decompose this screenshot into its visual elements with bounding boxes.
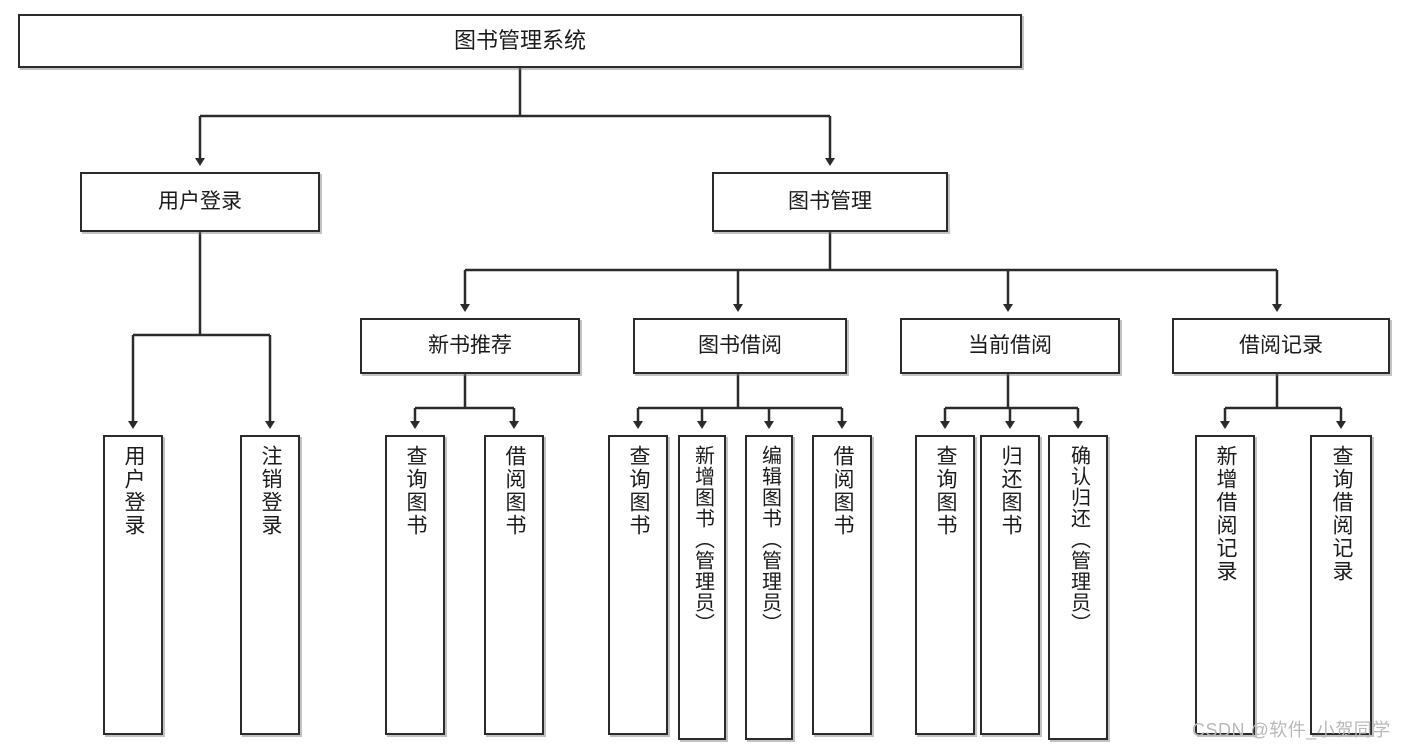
leaf-edit-book-admin-label: 编辑图书（管理员） bbox=[758, 445, 781, 634]
node-root[interactable]: 图书管理系统 bbox=[18, 14, 1022, 68]
leaf-return-book-label: 归还图书 bbox=[999, 445, 1023, 537]
leaf-query-book-recommend-label: 查询图书 bbox=[404, 445, 428, 537]
leaf-borrow-book-recommend[interactable]: 借阅图书 bbox=[484, 435, 544, 735]
leaf-user-logout-label: 注销登录 bbox=[259, 445, 283, 537]
leaf-add-borrow-record-label: 新增借阅记录 bbox=[1214, 445, 1238, 583]
leaf-add-book-admin[interactable]: 新增图书（管理员） bbox=[678, 435, 726, 740]
node-book-borrow-label: 图书借阅 bbox=[698, 333, 782, 357]
leaf-confirm-return-admin[interactable]: 确认归还（管理员） bbox=[1048, 435, 1108, 740]
leaf-query-book-label: 查询图书 bbox=[627, 445, 651, 537]
leaf-add-borrow-record[interactable]: 新增借阅记录 bbox=[1195, 435, 1255, 735]
leaf-edit-book-admin[interactable]: 编辑图书（管理员） bbox=[745, 435, 793, 740]
leaf-query-book-recommend[interactable]: 查询图书 bbox=[385, 435, 445, 735]
node-book-management[interactable]: 图书管理 bbox=[712, 172, 948, 232]
leaf-return-book[interactable]: 归还图书 bbox=[980, 435, 1040, 735]
leaf-add-book-admin-label: 新增图书（管理员） bbox=[691, 445, 714, 634]
leaf-borrow-book[interactable]: 借阅图书 bbox=[812, 435, 872, 735]
node-book-management-label: 图书管理 bbox=[788, 189, 872, 213]
leaf-query-borrow-record-label: 查询借阅记录 bbox=[1330, 445, 1354, 583]
leaf-query-book-current[interactable]: 查询图书 bbox=[915, 435, 975, 735]
node-user-login-label: 用户登录 bbox=[158, 189, 242, 213]
node-current-borrow-label: 当前借阅 bbox=[968, 333, 1052, 357]
node-borrow-record[interactable]: 借阅记录 bbox=[1172, 318, 1390, 374]
node-user-login[interactable]: 用户登录 bbox=[80, 172, 320, 232]
leaf-borrow-book-label: 借阅图书 bbox=[831, 445, 855, 537]
leaf-borrow-book-recommend-label: 借阅图书 bbox=[503, 445, 527, 537]
leaf-query-book[interactable]: 查询图书 bbox=[608, 435, 668, 735]
watermark: CSDN @软件_小贺同学 bbox=[1192, 720, 1391, 740]
node-borrow-record-label: 借阅记录 bbox=[1239, 333, 1323, 357]
leaf-query-borrow-record[interactable]: 查询借阅记录 bbox=[1310, 435, 1372, 735]
node-current-borrow[interactable]: 当前借阅 bbox=[900, 318, 1120, 374]
leaf-confirm-return-admin-label: 确认归还（管理员） bbox=[1067, 445, 1090, 634]
node-new-book-recommend-label: 新书推荐 bbox=[428, 333, 512, 357]
leaf-user-login[interactable]: 用户登录 bbox=[103, 435, 163, 735]
leaf-query-book-current-label: 查询图书 bbox=[934, 445, 958, 537]
leaf-user-logout[interactable]: 注销登录 bbox=[240, 435, 300, 735]
node-book-borrow[interactable]: 图书借阅 bbox=[633, 318, 847, 374]
leaf-user-login-label: 用户登录 bbox=[122, 445, 146, 537]
node-root-label: 图书管理系统 bbox=[453, 28, 586, 54]
node-new-book-recommend[interactable]: 新书推荐 bbox=[360, 318, 580, 374]
